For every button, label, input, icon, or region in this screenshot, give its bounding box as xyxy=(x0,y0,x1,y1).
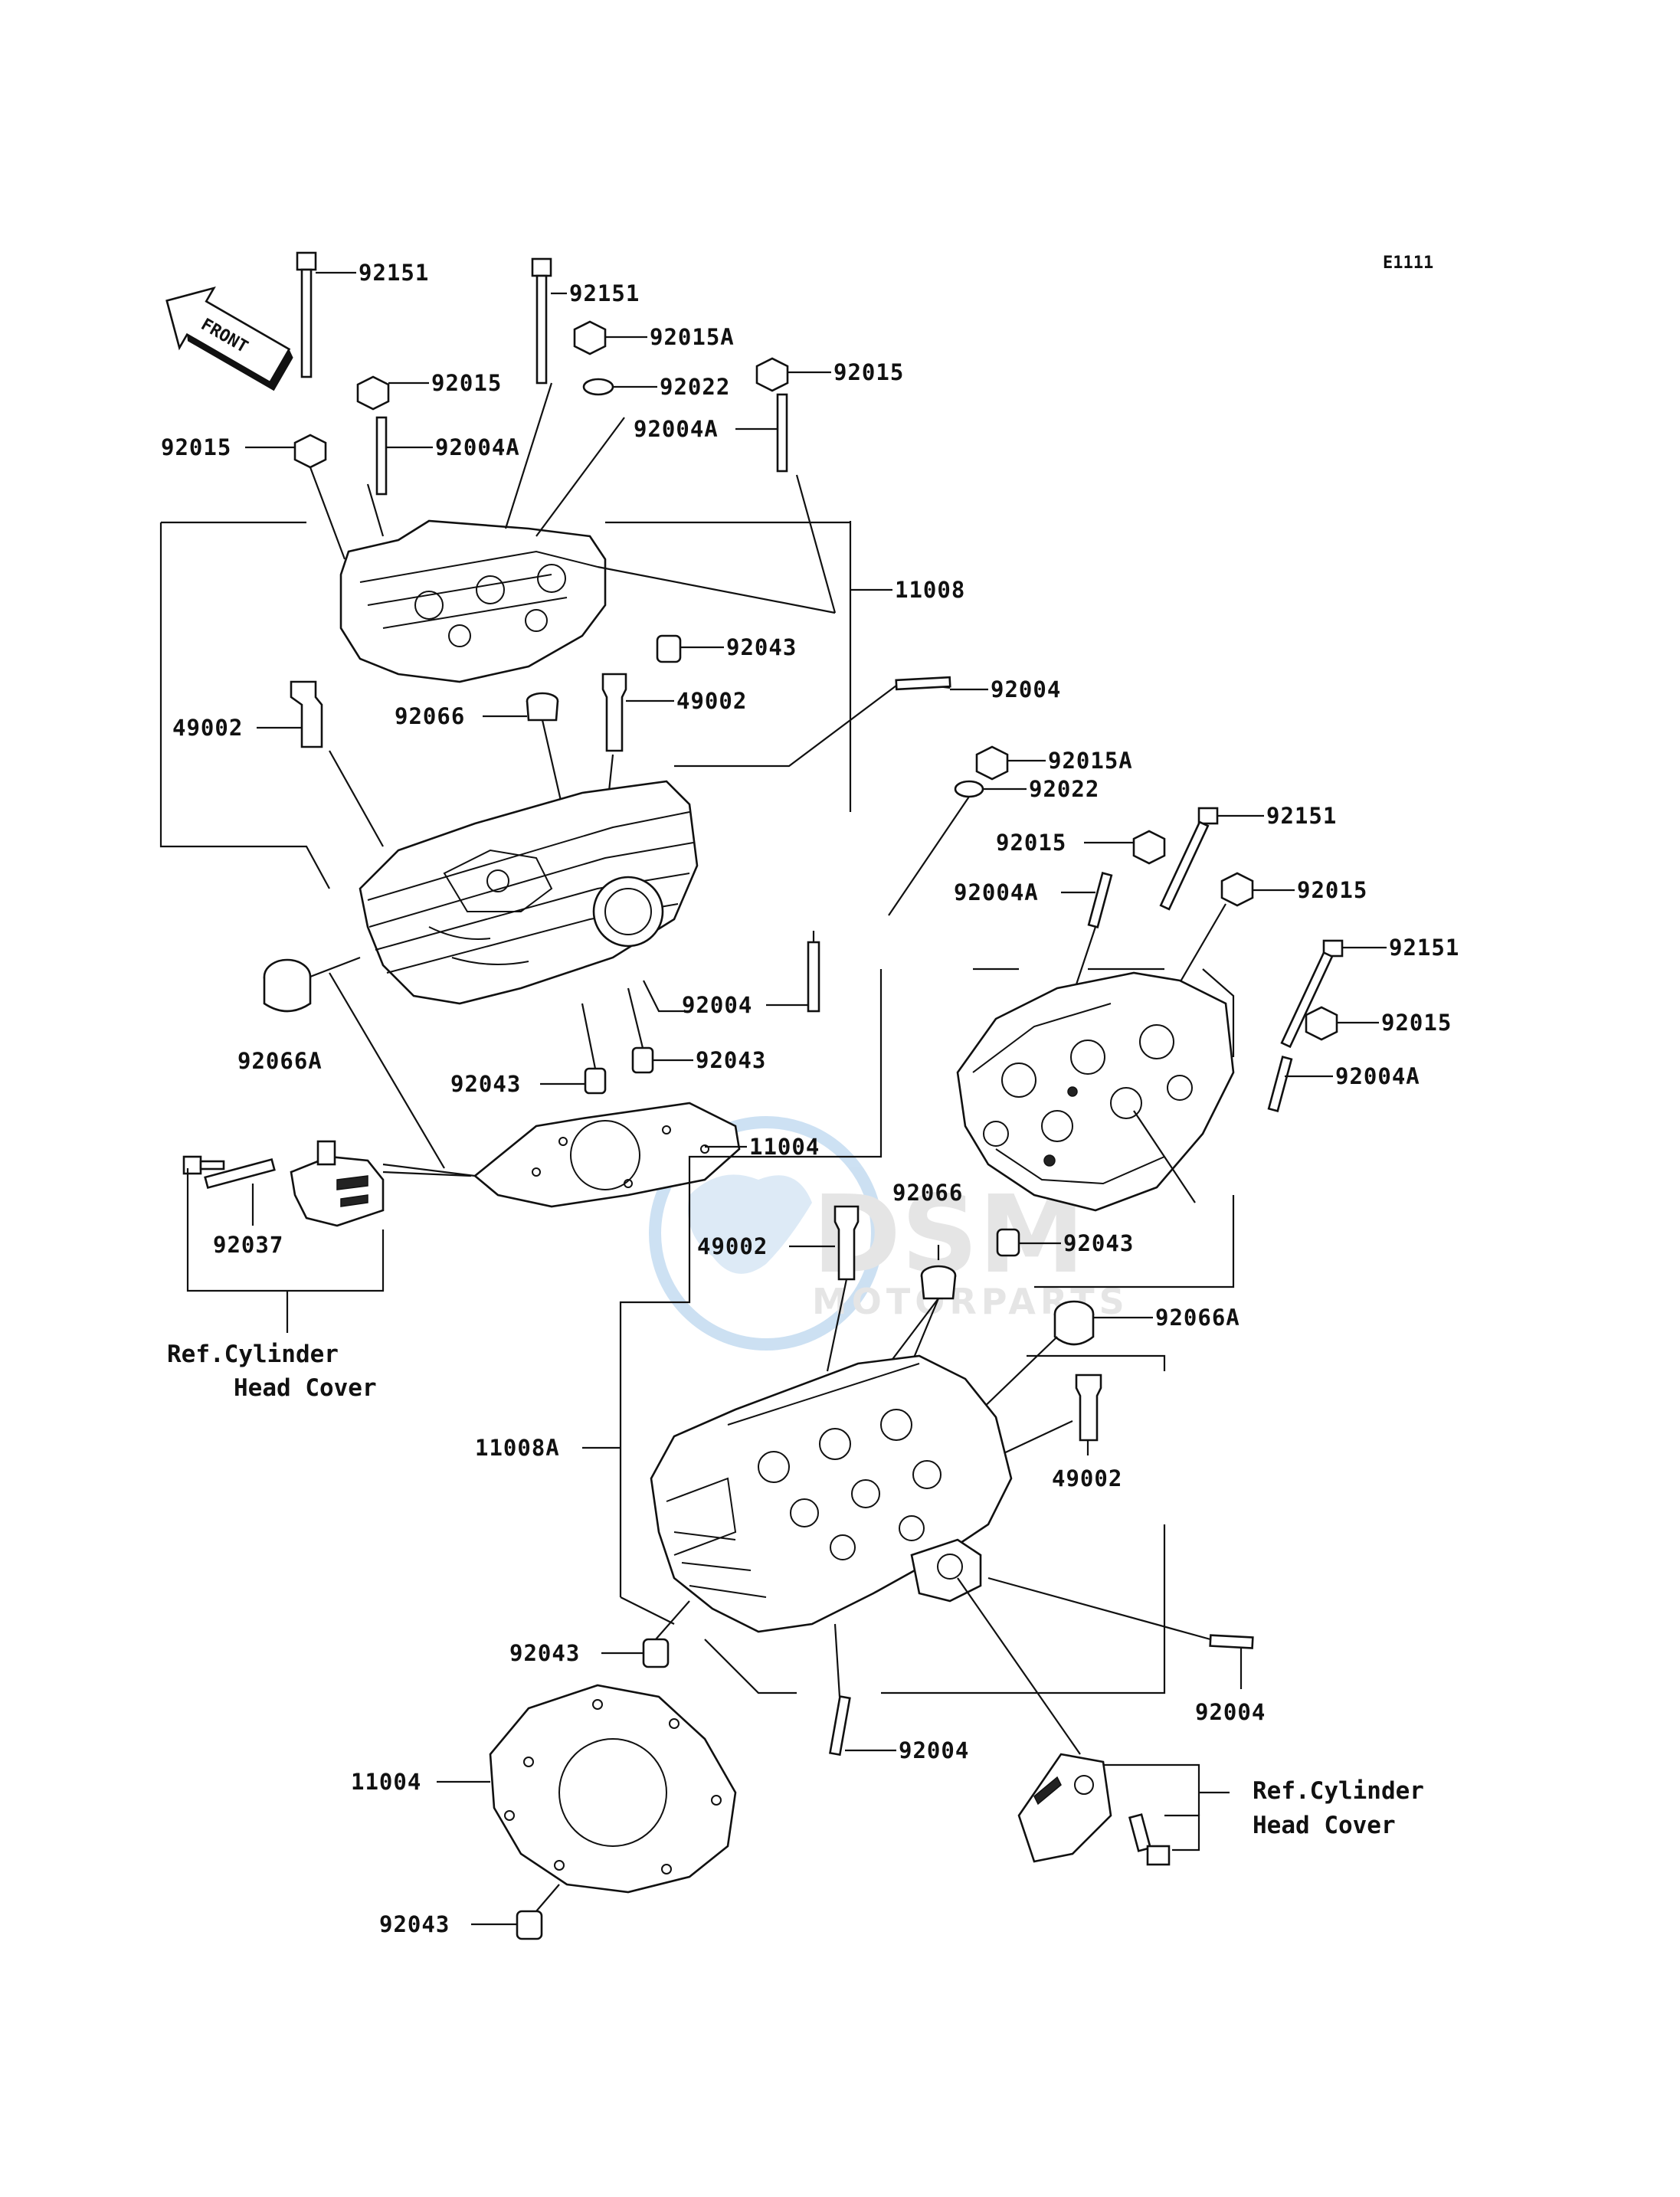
label-92037: 92037 xyxy=(213,1232,283,1258)
cylinder-head-left-body xyxy=(359,780,699,1005)
bolt-92151-left xyxy=(296,251,356,378)
dowel-92043-bottom xyxy=(471,1884,560,1940)
label-92066A-b: 92066A xyxy=(1155,1305,1240,1331)
bolt-92151-right-b xyxy=(1280,939,1387,1049)
dowel-92043-left-a xyxy=(540,1003,607,1095)
stud-92004A-right-a xyxy=(1061,872,1113,997)
valve-guide-49002-center xyxy=(601,673,674,828)
reference-left: Ref.Cylinder Head Cover xyxy=(167,1341,377,1402)
stud-92004-upper-long xyxy=(674,676,988,768)
nut-92015-far-left xyxy=(245,434,327,469)
dowel-92043-top xyxy=(656,634,724,663)
label-92015-c: 92015 xyxy=(161,434,231,460)
label-92015-e: 92015 xyxy=(1297,877,1367,903)
label-92004-b: 92004 xyxy=(682,992,752,1018)
nut-92015-right-top xyxy=(755,357,831,392)
reference-right: Ref.Cylinder Head Cover xyxy=(1253,1777,1424,1839)
label-92022-b: 92022 xyxy=(1029,776,1099,802)
nut-92015-right-b xyxy=(1171,872,1295,997)
label-92043-b: 92043 xyxy=(696,1047,766,1073)
reference-right-line1: Ref.Cylinder xyxy=(1253,1777,1424,1805)
label-49002-c: 49002 xyxy=(697,1233,768,1259)
coil-bracket-left xyxy=(182,1140,472,1333)
label-49002-d: 49002 xyxy=(1052,1465,1122,1491)
label-92022-a: 92022 xyxy=(660,374,730,400)
diagram-code: E1111 xyxy=(1383,254,1433,273)
label-92066A-a: 92066A xyxy=(237,1048,323,1074)
nut-92015-left-top xyxy=(356,375,429,411)
label-92066-b: 92066 xyxy=(892,1180,963,1206)
stud-92004A-right xyxy=(735,393,788,473)
front-arrow: FRONT xyxy=(165,286,293,391)
label-92151-b: 92151 xyxy=(569,280,640,306)
label-92043-a: 92043 xyxy=(726,634,797,660)
leader-left-frame xyxy=(159,522,330,889)
coil-bracket-right xyxy=(957,1577,1230,1866)
label-92015-b: 92015 xyxy=(833,359,904,385)
cylinder-head-lower-body xyxy=(650,1354,1013,1633)
label-92015-f: 92015 xyxy=(1381,1010,1452,1036)
plug-92066A-left xyxy=(263,956,361,1013)
reference-left-line2: Head Cover xyxy=(234,1374,377,1402)
nut-92015A-top xyxy=(573,320,647,355)
label-92004A-a: 92004A xyxy=(435,434,520,460)
label-92151-d: 92151 xyxy=(1389,935,1459,961)
watermark-continents xyxy=(688,1174,812,1274)
label-92004-a: 92004 xyxy=(991,676,1061,702)
label-92043-e: 92043 xyxy=(509,1640,580,1666)
valve-guide-49002-lower-left xyxy=(789,1205,860,1372)
label-92043-f: 92043 xyxy=(379,1911,450,1937)
stud-92004A-left xyxy=(375,416,433,496)
label-92066-a: 92066 xyxy=(395,703,465,729)
label-92015A-a: 92015A xyxy=(650,324,735,350)
stud-92004-lower-center xyxy=(828,1623,896,1757)
label-11008: 11008 xyxy=(895,577,965,603)
reference-left-line1: Ref.Cylinder xyxy=(167,1341,339,1368)
valve-guide-49002-left xyxy=(257,680,384,847)
dowel-92043-lower xyxy=(601,1600,690,1668)
label-92015-d: 92015 xyxy=(996,830,1066,856)
dowel-92043-right xyxy=(996,1228,1061,1257)
bolt-92151-right-a xyxy=(1159,807,1264,911)
label-92015-a: 92015 xyxy=(431,370,502,396)
label-92004A-c: 92004A xyxy=(954,879,1039,905)
label-92043-d: 92043 xyxy=(1063,1230,1134,1256)
stud-92004-lower-right xyxy=(987,1577,1254,1689)
cylinder-head-top-11008 xyxy=(339,519,607,683)
nut-92015-right-c xyxy=(1305,1006,1379,1041)
leader-11008-frame xyxy=(849,521,892,812)
stud-92004A-right-b xyxy=(1267,1056,1333,1112)
label-92004A-d: 92004A xyxy=(1335,1063,1420,1089)
gasket-11004-lower xyxy=(437,1684,737,1894)
label-92015A-b: 92015A xyxy=(1048,748,1133,774)
dowel-92043-left-b xyxy=(627,987,693,1074)
label-11004-a: 11004 xyxy=(749,1134,820,1160)
label-49002-b: 49002 xyxy=(676,688,747,714)
cap-92066-top xyxy=(483,692,568,828)
label-92151-a: 92151 xyxy=(359,260,429,286)
label-11004-b: 11004 xyxy=(351,1769,421,1795)
valve-guide-49002-lower-right xyxy=(949,1374,1102,1479)
part-labels: 92151 92151 92015A 92015 92022 92015 920… xyxy=(161,260,1459,1937)
reference-right-line2: Head Cover xyxy=(1253,1812,1396,1839)
washer-92022-right xyxy=(888,780,1027,916)
bolt-92151-right xyxy=(531,257,567,385)
washer-92022-top xyxy=(582,378,657,396)
label-11008A: 11008A xyxy=(475,1435,560,1461)
label-92151-c: 92151 xyxy=(1266,803,1337,829)
label-92004-d: 92004 xyxy=(899,1737,969,1763)
leader-11008A-frame xyxy=(619,969,883,1597)
watermark-globe xyxy=(649,1116,883,1351)
label-92043-c: 92043 xyxy=(450,1071,521,1097)
stud-92004-left-lower xyxy=(643,931,820,1013)
gasket-11004-upper xyxy=(329,972,747,1208)
label-49002-a: 49002 xyxy=(172,715,243,741)
cylinder-head-right-body xyxy=(956,971,1235,1212)
label-92004-c: 92004 xyxy=(1195,1699,1266,1725)
nut-92015-right-a xyxy=(1084,830,1166,865)
nut-92015A-right xyxy=(975,745,1046,781)
label-92004A-b: 92004A xyxy=(634,416,719,442)
